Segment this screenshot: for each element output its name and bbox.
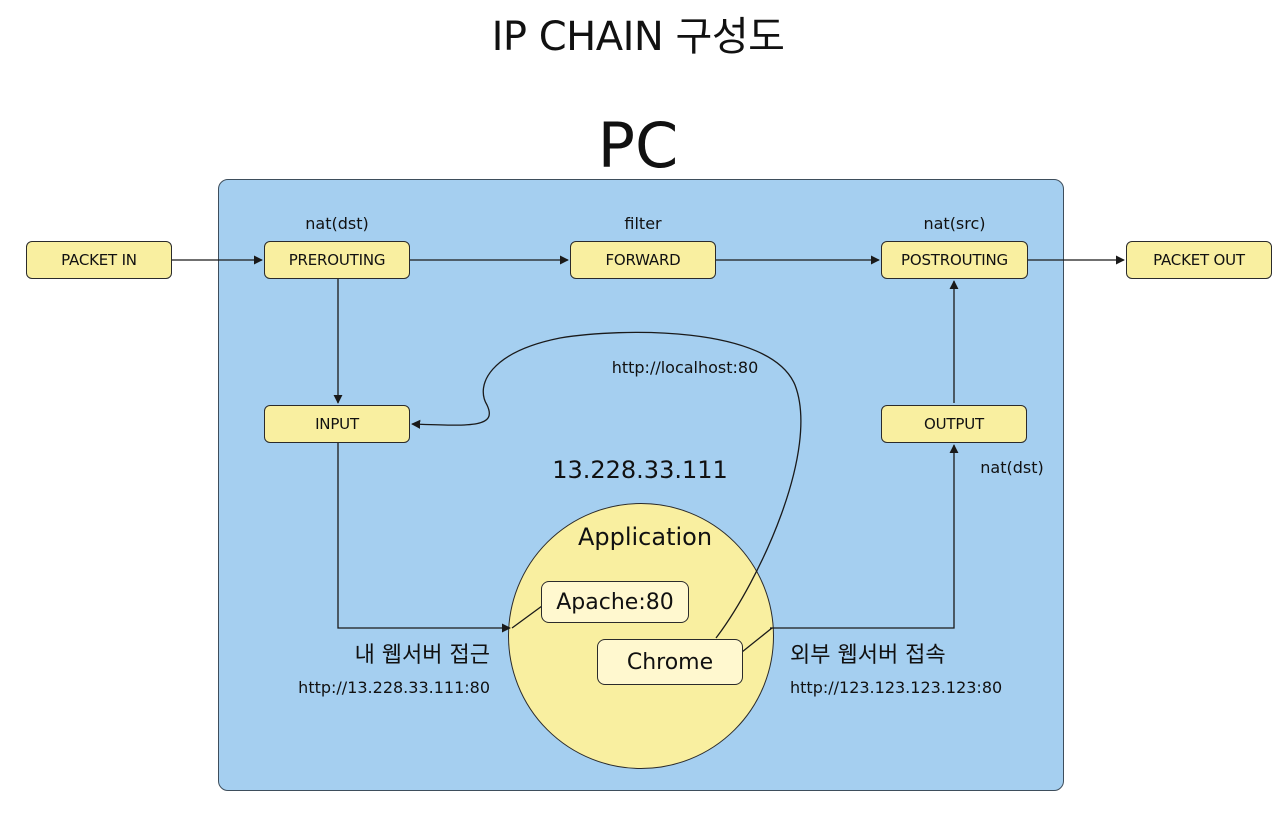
arrow-input-apache xyxy=(337,443,511,633)
postrouting-table-label: nat(src) xyxy=(923,214,986,233)
arrow-chrome-input xyxy=(411,331,802,639)
internal-access-title: 내 웹서버 접근 xyxy=(354,643,490,668)
apache-box: Apache:80 xyxy=(541,581,689,623)
application-circle xyxy=(508,503,774,769)
packet-out-node: PACKET OUT xyxy=(1126,241,1272,279)
prerouting-table-label: nat(dst) xyxy=(305,214,369,233)
output-table-label: nat(dst) xyxy=(980,458,1044,477)
chrome-box: Chrome xyxy=(597,639,743,685)
connector-apache-left xyxy=(511,605,543,629)
forward-table-label: filter xyxy=(624,214,662,233)
ip-address-label: 13.228.33.111 xyxy=(552,456,728,484)
external-access-title: 외부 웹서버 접속 xyxy=(790,643,946,668)
output-node: OUTPUT xyxy=(881,405,1027,443)
forward-node: FORWARD xyxy=(570,241,716,279)
localhost-url-label: http://localhost:80 xyxy=(611,358,759,377)
pc-label: PC xyxy=(597,109,679,182)
packet-in-node: PACKET IN xyxy=(26,241,172,279)
internal-access-url: http://13.228.33.111:80 xyxy=(298,678,490,697)
diagram-title: IP CHAIN 구성도 xyxy=(491,14,785,60)
prerouting-node: PREROUTING xyxy=(264,241,410,279)
arrow-app-output xyxy=(770,444,959,629)
external-access-url: http://123.123.123.123:80 xyxy=(790,678,1003,697)
postrouting-node: POSTROUTING xyxy=(881,241,1028,279)
connector-chrome-right xyxy=(741,627,773,653)
input-node: INPUT xyxy=(264,405,410,443)
application-label: Application xyxy=(577,523,713,551)
